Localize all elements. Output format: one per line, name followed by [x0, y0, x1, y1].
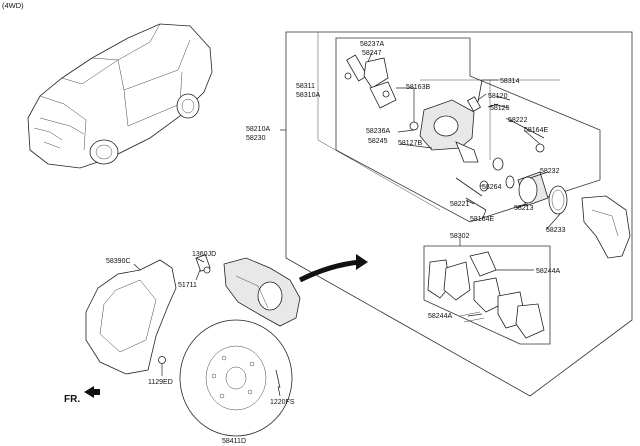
label-58221: 58221 — [450, 201, 470, 208]
assembly-box-58210A — [285, 31, 633, 397]
label-58233: 58233 — [546, 227, 566, 234]
label-58120: 58120 — [488, 93, 508, 100]
brake-disc-58411D — [179, 319, 293, 437]
label-58125: 58125 — [490, 105, 510, 112]
caliper-body — [419, 96, 482, 163]
label-58232: 58232 — [540, 168, 560, 175]
vehicle-illustration — [27, 23, 213, 169]
leader-lines — [280, 51, 561, 317]
seal-ring-58163B — [409, 121, 419, 131]
label-58237A: 58237A — [360, 41, 384, 48]
label-58314: 58314 — [500, 78, 520, 85]
label-58210A: 58210A — [246, 126, 270, 133]
guide-pin-58222 — [509, 119, 545, 139]
subkit-box-58311 — [335, 37, 601, 223]
screw-1220FS — [275, 369, 281, 389]
label-58245: 58245 — [368, 138, 388, 145]
label-51711: 51711 — [178, 282, 197, 289]
pad-kit-box-58302 — [423, 245, 551, 345]
label-58247: 58247 — [362, 50, 382, 57]
caliper-assembly-lower — [195, 254, 301, 327]
label-58213: 58213 — [514, 205, 534, 212]
direction-label: FR. — [64, 394, 80, 405]
label-58411D: 58411D — [222, 438, 246, 445]
bolt-58314 — [477, 79, 483, 103]
label-58164E-b: 58164E — [470, 216, 494, 223]
variant-label: (4WD) — [2, 1, 24, 10]
dust-shield-58390C — [85, 259, 177, 375]
carrier-58233 — [581, 195, 631, 259]
label-1220FS: 1220FS — [270, 399, 295, 406]
label-58163B: 58163B — [406, 84, 430, 91]
label-58390C: 58390C — [106, 258, 131, 265]
label-58302: 58302 — [450, 233, 470, 240]
label-58310A: 58310A — [296, 92, 320, 99]
piston-group — [455, 157, 568, 215]
label-58222: 58222 — [508, 117, 528, 124]
bolt-1129ED — [158, 356, 166, 364]
assembly-arrow — [298, 259, 361, 283]
label-58236A: 58236A — [366, 128, 390, 135]
leader-lines-lower — [133, 257, 281, 397]
label-1129ED: 1129ED — [148, 379, 173, 386]
label-58164E-a: 58164E — [524, 127, 548, 134]
boot-58164E — [535, 143, 545, 153]
brake-pads — [427, 251, 545, 339]
bracket-clip-parts — [344, 54, 397, 109]
label-1360JD: 1360JD — [192, 251, 216, 258]
label-58230: 58230 — [246, 135, 266, 142]
direction-arrow-icon — [84, 386, 100, 398]
label-58244A-b: 58244A — [428, 313, 452, 320]
label-58127B: 58127B — [398, 140, 422, 147]
label-58264: 58264 — [482, 184, 502, 191]
label-58244A-a: 58244A — [536, 268, 560, 275]
label-58311: 58311 — [296, 83, 315, 90]
